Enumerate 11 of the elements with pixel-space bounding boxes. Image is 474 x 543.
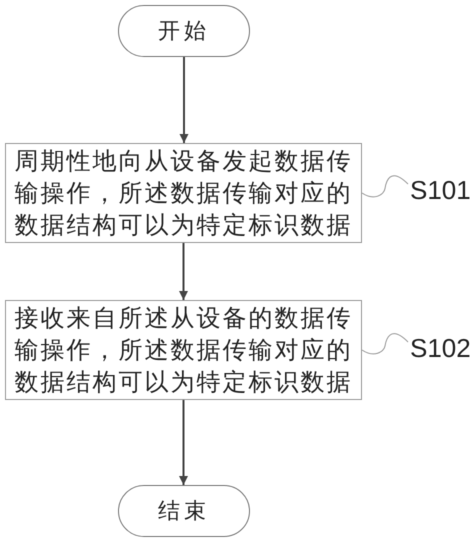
start-terminal: 开始 [118,5,250,57]
arrow [179,243,188,300]
process-box: 周期性地向从设备发起数据传输操作，所述数据传输对应的数据结构可以为特定标识数据 [5,143,362,243]
end-terminal: 结束 [118,485,250,537]
arrow [179,400,188,485]
leader-line [362,175,408,198]
process-box: 接收来自所述从设备的数据传输操作，所述数据传输对应的数据结构可以为特定标识数据 [5,300,362,400]
arrow [180,57,188,143]
step-label: S102 [410,330,474,366]
step-label: S101 [410,172,474,208]
leader-line [362,333,408,354]
